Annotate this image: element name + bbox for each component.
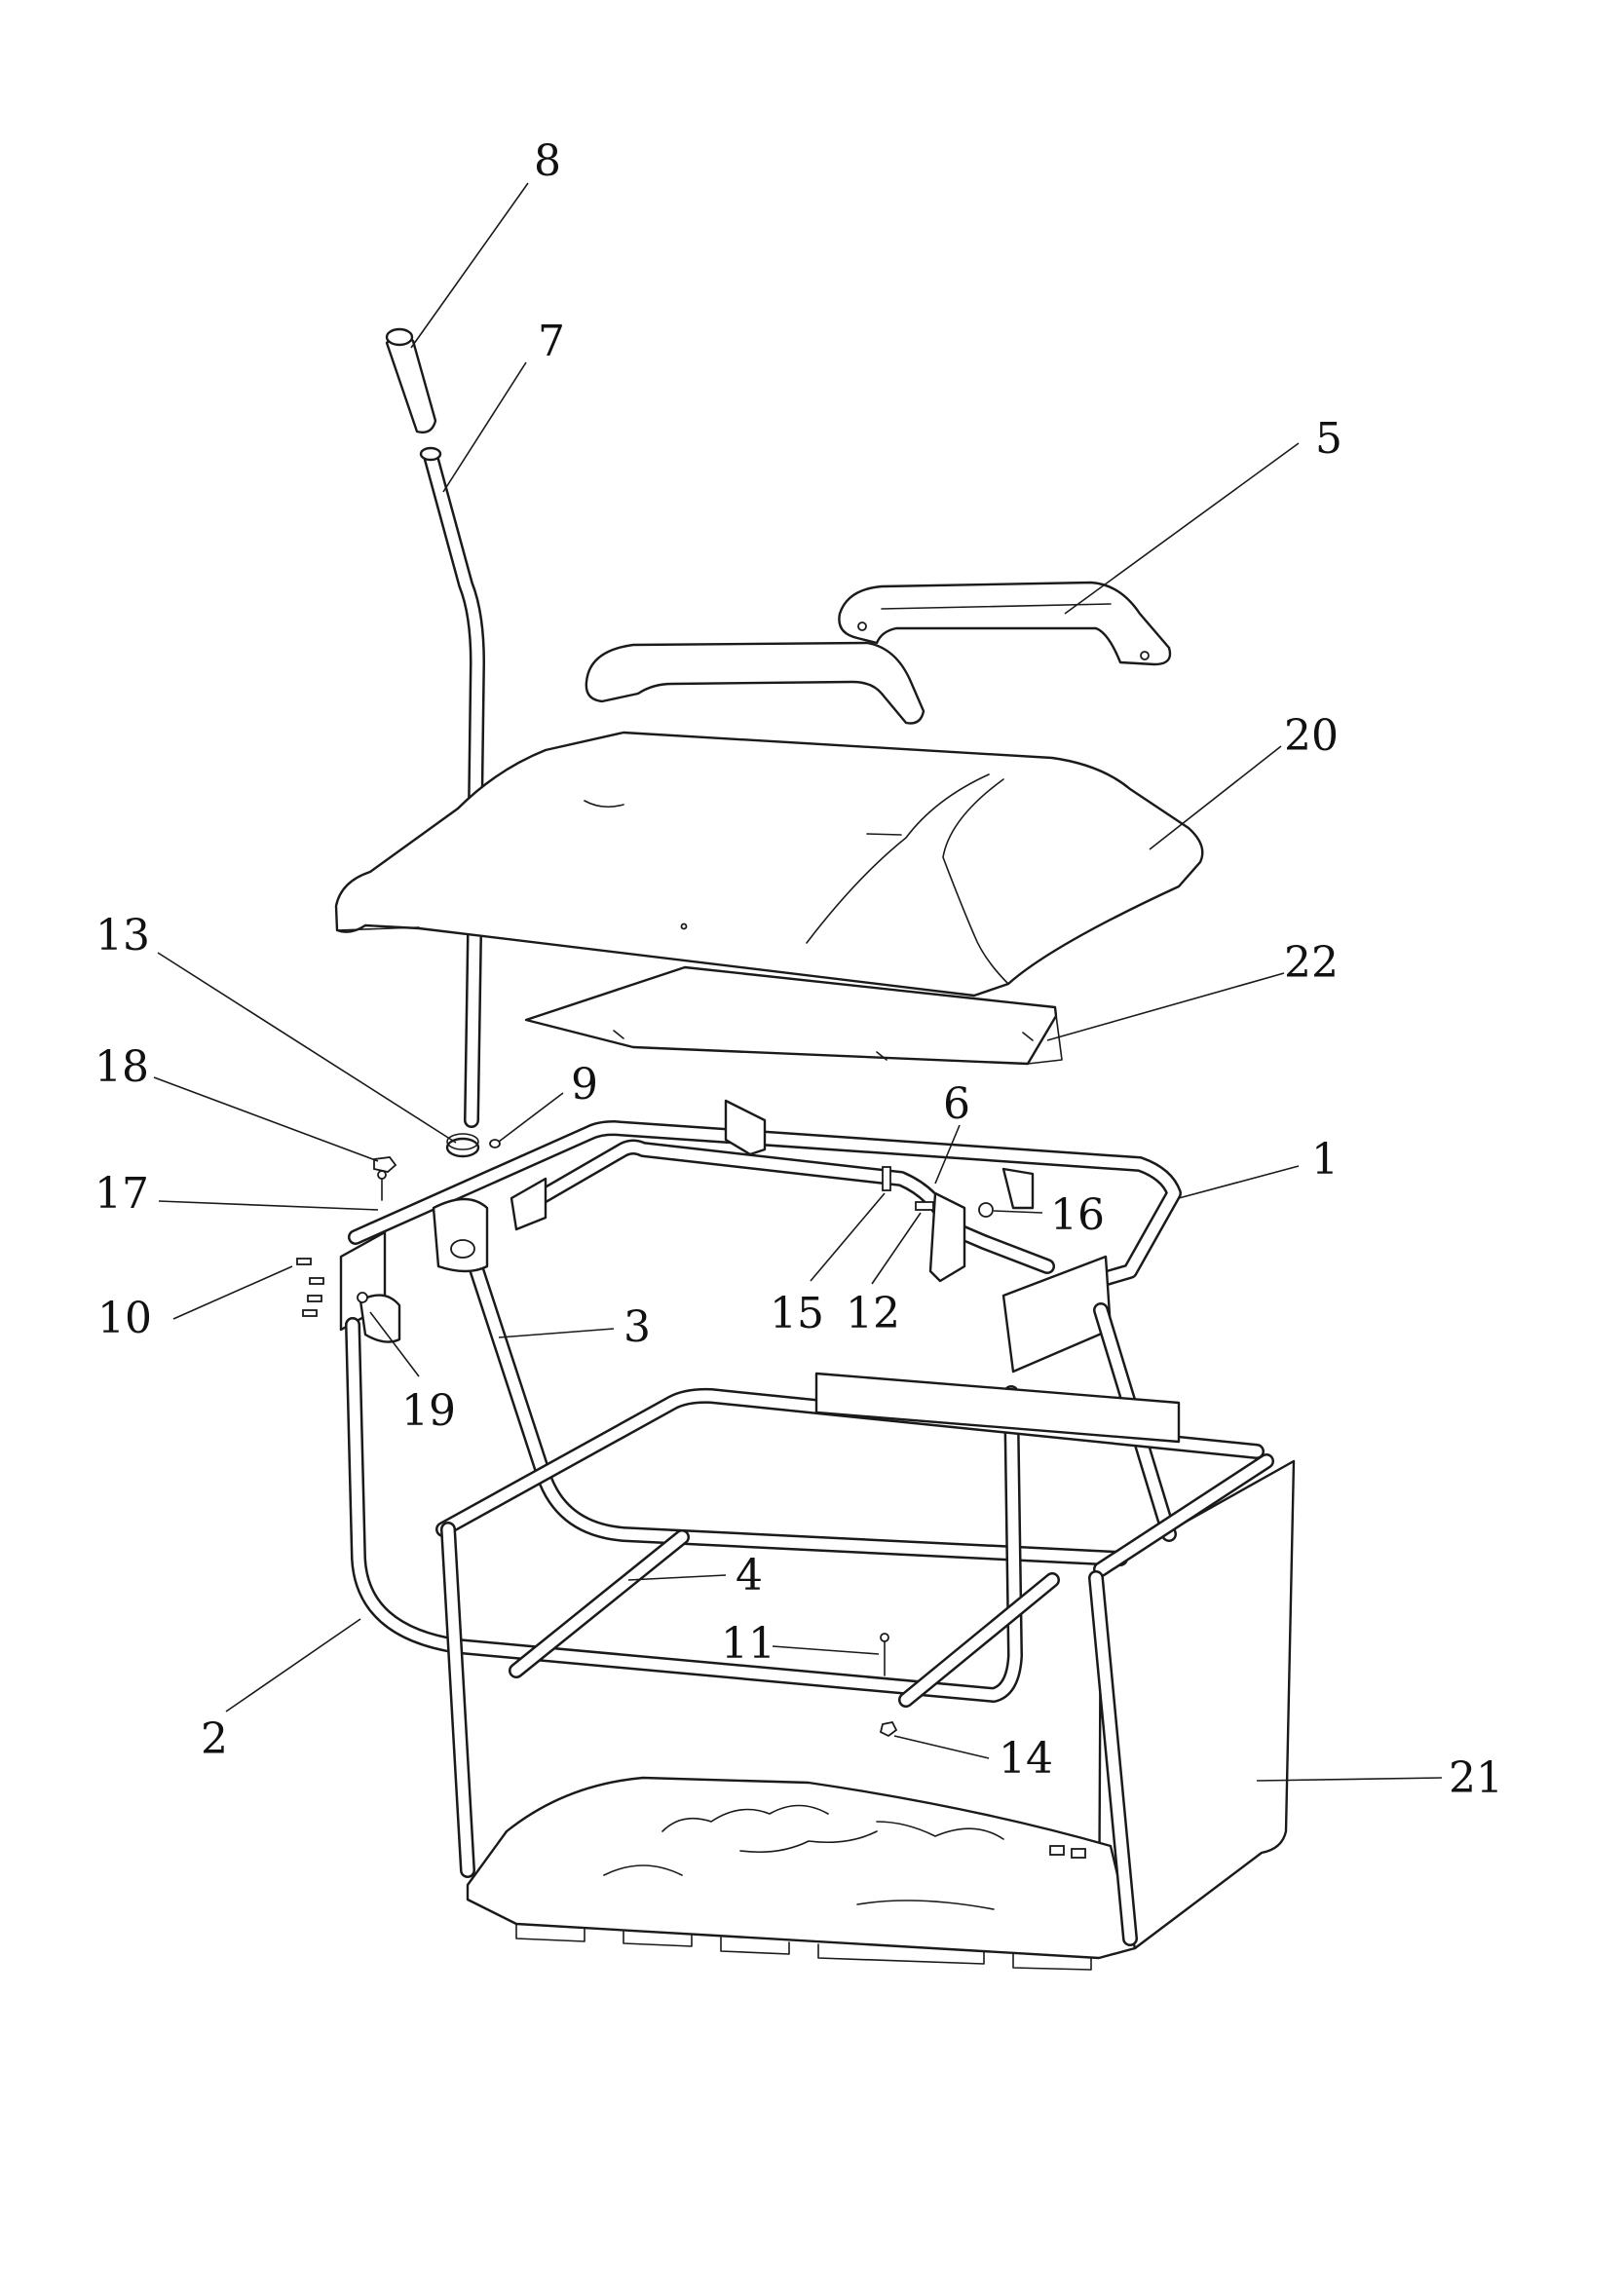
part-5-rear-handle	[838, 581, 1172, 666]
callout-16: 16	[1050, 1190, 1105, 1240]
leader-14	[893, 1735, 990, 1759]
leader-10	[172, 1265, 293, 1320]
callout-6: 6	[943, 1079, 970, 1129]
callout-21: 21	[1449, 1753, 1503, 1803]
leader-15	[810, 1192, 886, 1282]
part-20-lid-cover	[334, 731, 1204, 997]
leader-22	[1046, 972, 1285, 1041]
leader-3	[498, 1328, 615, 1338]
leader-9	[498, 1092, 564, 1143]
callout-9: 9	[571, 1060, 598, 1110]
leader-18	[153, 1076, 379, 1162]
callout-20: 20	[1284, 711, 1339, 761]
part-2-front-bow	[345, 1317, 1274, 1946]
callout-7: 7	[538, 317, 565, 366]
part-9-clip	[489, 1139, 501, 1148]
callout-19: 19	[401, 1386, 456, 1436]
leader-2	[225, 1618, 361, 1713]
leader-20	[1149, 745, 1282, 850]
leader-6	[934, 1124, 961, 1185]
callout-22: 22	[1284, 938, 1339, 988]
hardware-bolts	[296, 1156, 994, 1738]
leader-17	[158, 1200, 379, 1211]
leader-16	[993, 1210, 1043, 1214]
callout-2: 2	[201, 1714, 228, 1764]
part-8-handle-grip	[385, 327, 437, 434]
callout-11: 11	[721, 1619, 775, 1669]
callout-17: 17	[94, 1169, 149, 1219]
callout-3: 3	[623, 1302, 651, 1352]
part-3-bow	[432, 1197, 1177, 1566]
leader-13	[157, 952, 457, 1144]
leader-12	[871, 1212, 922, 1285]
part-21-collector-bag	[466, 1459, 1296, 1971]
callout-18: 18	[94, 1042, 149, 1092]
leader-21	[1256, 1777, 1443, 1782]
part-7-handle-tube	[419, 446, 485, 1128]
leader-1	[1178, 1165, 1300, 1199]
callout-5: 5	[1315, 414, 1342, 464]
callout-8: 8	[534, 136, 561, 186]
leader-11	[772, 1645, 880, 1655]
leader-8	[410, 182, 529, 349]
callout-labels: 8 7 5 20 22 13 9 18 17 10 19 1 6 16 15 1…	[94, 136, 1503, 1803]
callout-15: 15	[770, 1289, 824, 1338]
callout-12: 12	[846, 1289, 900, 1338]
leader-4	[627, 1574, 727, 1581]
leader-lines	[153, 182, 1443, 1782]
callout-1: 1	[1311, 1135, 1339, 1185]
part-4-lower-rods	[509, 1529, 1060, 1708]
callout-10: 10	[97, 1294, 152, 1343]
part-19-pivot-plate	[357, 1292, 401, 1343]
part-1-upper-frame	[339, 1099, 1182, 1374]
part-22-plate	[524, 965, 1063, 1066]
callout-14: 14	[999, 1734, 1053, 1784]
leader-7	[442, 361, 527, 493]
front-lid-handle	[585, 641, 925, 725]
leader-19	[369, 1311, 420, 1377]
part-13-grommet	[445, 1133, 480, 1158]
part-6-bent-bar	[510, 1139, 1055, 1283]
leader-5	[1064, 442, 1300, 615]
callout-4: 4	[736, 1551, 763, 1600]
callout-13: 13	[95, 911, 150, 960]
